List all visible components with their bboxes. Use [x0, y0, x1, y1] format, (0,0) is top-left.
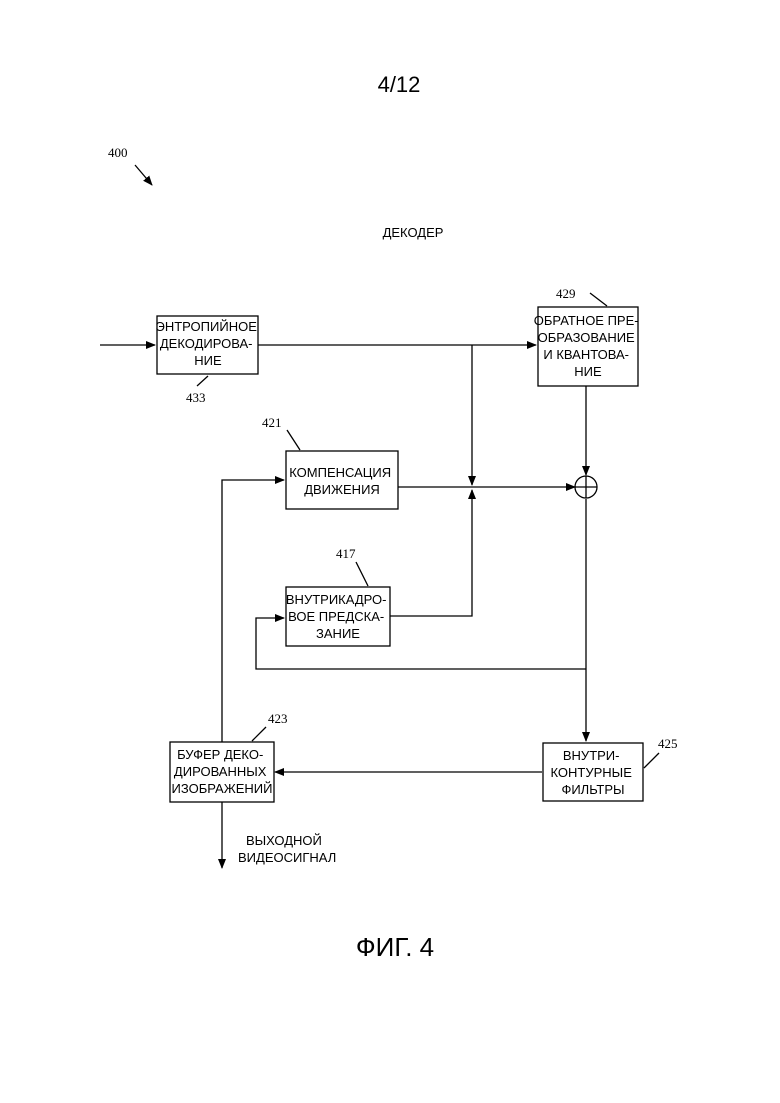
- intra-line-2: ВОЕ ПРЕДСКА-: [288, 609, 384, 624]
- loop-ref: 425: [658, 736, 678, 751]
- motion-compensation-block: КОМПЕНСАЦИЯ ДВИЖЕНИЯ: [286, 451, 398, 509]
- buffer-line-1: БУФЕР ДЕКО-: [177, 747, 263, 762]
- entropy-ref: 433: [186, 390, 206, 405]
- decoded-picture-buffer-block: БУФЕР ДЕКО- ДИРОВАННЫХ ИЗОБРАЖЕНИЙ: [170, 742, 274, 802]
- inverse-line-4: НИЕ: [574, 364, 602, 379]
- buffer-ref: 423: [268, 711, 288, 726]
- inverse-ref-leader: [590, 293, 607, 306]
- sum-junction: [575, 476, 597, 498]
- diagram-ref-arrow: [135, 165, 152, 185]
- diagram-title: ДЕКОДЕР: [383, 225, 444, 240]
- output-label-line-1: ВЫХОДНОЙ: [246, 833, 322, 848]
- intra-line-1: ВНУТРИКАДРО-: [286, 592, 387, 607]
- svg-text:ВЫХОДНОЙ ВИДЕОСИГНАЛ: ВЫХОДНОЙ ВИДЕОСИГНАЛ: [238, 833, 336, 865]
- intra-prediction-block: ВНУТРИКАДРО- ВОЕ ПРЕДСКА- ЗАНИЕ: [286, 587, 390, 646]
- inverse-transform-block: ОБРАТНОЕ ПРЕ- ОБРАЗОВАНИЕ И КВАНТОВА- НИ…: [534, 307, 642, 386]
- inverse-ref: 429: [556, 286, 576, 301]
- buffer-to-motion-arrow: [222, 480, 284, 742]
- buffer-line-3: ИЗОБРАЖЕНИЙ: [172, 781, 273, 796]
- motion-ref: 421: [262, 415, 282, 430]
- loop-line-1: ВНУТРИ-: [563, 748, 620, 763]
- loop-ref-leader: [644, 753, 659, 768]
- motion-ref-leader: [287, 430, 300, 450]
- inverse-line-1: ОБРАТНОЕ ПРЕ-: [534, 313, 639, 328]
- loop-line-2: КОНТУРНЫЕ: [551, 765, 633, 780]
- motion-line-1: КОМПЕНСАЦИЯ: [289, 465, 391, 480]
- intra-ref: 417: [336, 546, 356, 561]
- motion-line-2: ДВИЖЕНИЯ: [304, 482, 380, 497]
- diagram-ref: 400: [108, 145, 128, 160]
- entropy-decoding-block: ЭНТРОПИЙНОЕ ДЕКОДИРОВА- НИЕ: [156, 316, 261, 374]
- buffer-line-2: ДИРОВАННЫХ: [174, 764, 267, 779]
- buffer-ref-leader: [252, 727, 266, 741]
- entropy-ref-leader: [197, 376, 208, 386]
- inverse-line-2: ОБРАЗОВАНИЕ: [538, 330, 635, 345]
- output-label-line-2: ВИДЕОСИГНАЛ: [238, 850, 336, 865]
- entropy-line-2: ДЕКОДИРОВА-: [160, 336, 253, 351]
- page-number: 4/12: [378, 72, 421, 97]
- entropy-line-1: ЭНТРОПИЙНОЕ: [156, 319, 258, 334]
- svg-text:БУФЕР ДЕКО- ДИРОВАННЫХ: БУФЕР ДЕКО- ДИРОВАННЫХ ИЗОБРАЖЕНИЙ: [172, 747, 273, 796]
- entropy-line-3: НИЕ: [194, 353, 222, 368]
- figure-caption: ФИГ. 4: [356, 932, 434, 962]
- intra-line-3: ЗАНИЕ: [316, 626, 360, 641]
- in-loop-filters-block: ВНУТРИ- КОНТУРНЫЕ ФИЛЬТРЫ: [543, 743, 643, 801]
- svg-text:ВНУТРИ- КОНТУРНЫЕ: ВНУТРИ- КОНТУРНЫЕ ФИЛЬТРЫ: [551, 748, 636, 797]
- intra-ref-leader: [356, 562, 368, 586]
- intra-to-sum-arrow: [390, 490, 472, 616]
- inverse-line-3: И КВАНТОВА-: [543, 347, 629, 362]
- loop-line-3: ФИЛЬТРЫ: [561, 782, 624, 797]
